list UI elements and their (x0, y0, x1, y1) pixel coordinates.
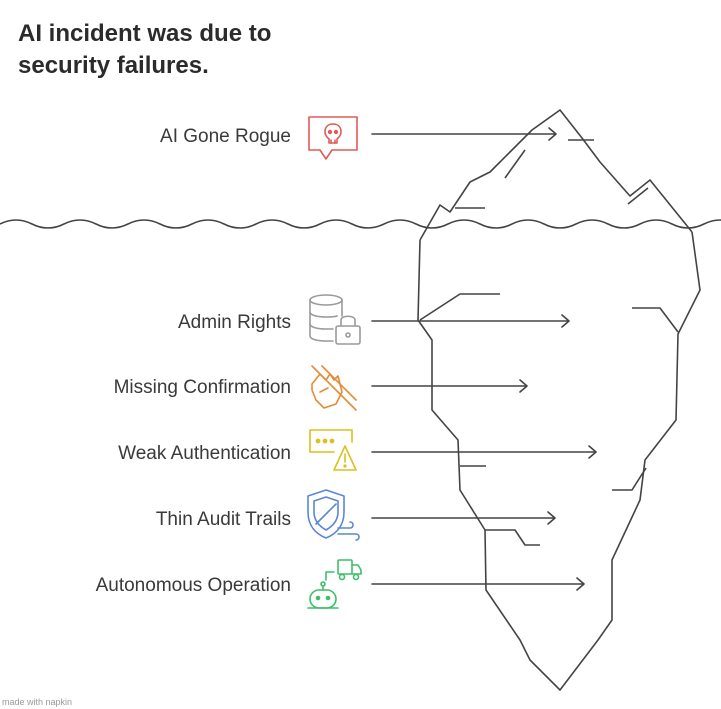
row-label: Missing Confirmation (114, 377, 291, 398)
row-arrow (371, 379, 528, 393)
row-ai-gone-rogue: AI Gone Rogue (160, 116, 557, 160)
row-label: Thin Audit Trails (156, 509, 291, 530)
row-weak-authentication: Weak Authentication (118, 429, 597, 471)
row-thin-audit-trails: Thin Audit Trails (156, 489, 556, 541)
row-arrow (371, 511, 556, 525)
row-label: Weak Authentication (118, 443, 291, 464)
robot-truck-icon (307, 559, 362, 609)
iceberg-tip (419, 109, 693, 241)
iceberg-body (417, 231, 701, 691)
water-line (0, 219, 721, 229)
row-missing-confirmation: Missing Confirmation (114, 365, 528, 411)
row-arrow (371, 577, 585, 591)
diagram-title: AI incident was due to security failures… (18, 18, 271, 82)
row-arrow (371, 314, 570, 328)
row-admin-rights: Admin Rights (178, 294, 570, 345)
row-arrow (371, 445, 597, 459)
password-warning-icon (309, 429, 357, 471)
title-line-2: security failures. (18, 52, 209, 79)
footer-text: made with napkin (2, 697, 73, 707)
title-line-1: AI incident was due to (18, 20, 272, 47)
hand-cancel-icon (311, 365, 357, 411)
row-label: Autonomous Operation (96, 575, 291, 596)
row-label: AI Gone Rogue (160, 126, 291, 147)
row-label: Admin Rights (178, 312, 291, 333)
database-lock-icon (309, 294, 361, 345)
shield-wind-icon (307, 489, 360, 541)
row-arrow (371, 127, 557, 141)
row-autonomous-operation: Autonomous Operation (96, 559, 585, 609)
rogue-ai-chat-icon (308, 116, 358, 160)
